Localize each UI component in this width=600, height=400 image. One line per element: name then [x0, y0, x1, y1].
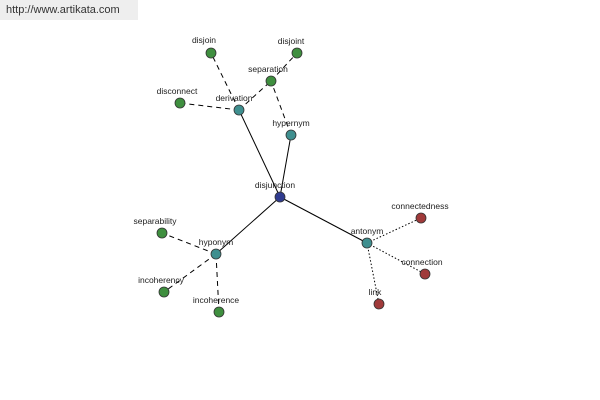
- edge-hyponym-incoherency: [163, 253, 217, 293]
- url-banner: http://www.artikata.com: [0, 0, 138, 20]
- edge-hyponym-incoherence: [215, 253, 220, 313]
- node-label-antonym[interactable]: antonym: [351, 226, 384, 236]
- edge-derivation-separation: [238, 80, 272, 111]
- node-label-disjunction[interactable]: disjunction: [255, 180, 295, 190]
- node-marker-incoherence[interactable]: [213, 306, 225, 318]
- edge-antonym-connectedness: [366, 217, 422, 244]
- node-marker-hypernym[interactable]: [285, 129, 297, 141]
- node-connectedness[interactable]: connectedness: [391, 201, 449, 224]
- node-hypernym[interactable]: hypernym: [272, 118, 310, 141]
- node-label-hyponym[interactable]: hyponym: [199, 237, 234, 247]
- node-marker-antonym[interactable]: [361, 237, 373, 249]
- edge-separation-disjoint: [270, 52, 298, 82]
- node-label-incoherency[interactable]: incoherency: [138, 275, 185, 285]
- node-marker-connection[interactable]: [419, 268, 431, 280]
- node-label-disconnect[interactable]: disconnect: [157, 86, 198, 96]
- node-marker-disjoint[interactable]: [291, 47, 303, 59]
- node-label-disjoint[interactable]: disjoint: [278, 36, 305, 46]
- node-marker-derivation[interactable]: [233, 104, 245, 116]
- node-hyponym[interactable]: hyponym: [199, 237, 234, 260]
- node-disjoint[interactable]: disjoint: [278, 36, 305, 59]
- node-marker-disjoin[interactable]: [205, 47, 217, 59]
- node-separability[interactable]: separability: [134, 216, 178, 239]
- node-separation[interactable]: separation: [248, 64, 288, 87]
- edge-disjunction-hypernym: [279, 134, 292, 198]
- node-marker-connectedness[interactable]: [415, 212, 427, 224]
- edge-disjunction-antonym: [279, 196, 368, 244]
- node-label-derivation[interactable]: derivation: [216, 93, 253, 103]
- node-marker-disjunction[interactable]: [274, 191, 286, 203]
- node-marker-hyponym[interactable]: [210, 248, 222, 260]
- edge-antonym-connection: [366, 242, 426, 275]
- node-incoherency[interactable]: incoherency: [138, 275, 185, 298]
- node-label-separability[interactable]: separability: [134, 216, 178, 226]
- node-label-connectedness[interactable]: connectedness: [391, 201, 448, 211]
- edge-disjunction-derivation: [238, 109, 281, 198]
- node-marker-separation[interactable]: [265, 75, 277, 87]
- edge-derivation-disconnect: [179, 102, 240, 111]
- node-marker-separability[interactable]: [156, 227, 168, 239]
- node-marker-link[interactable]: [373, 298, 385, 310]
- node-disconnect[interactable]: disconnect: [157, 86, 198, 109]
- edge-disjunction-hyponym: [215, 196, 281, 255]
- node-layer: disjunction derivation hypernym hyponym anto…: [134, 35, 449, 318]
- node-label-link[interactable]: link: [369, 287, 383, 297]
- edge-layer: [161, 52, 426, 313]
- node-link[interactable]: link: [369, 287, 385, 310]
- node-derivation[interactable]: derivation: [216, 93, 253, 116]
- node-label-incoherence[interactable]: incoherence: [193, 295, 240, 305]
- node-marker-disconnect[interactable]: [174, 97, 186, 109]
- site-url[interactable]: http://www.artikata.com: [6, 4, 120, 16]
- node-marker-incoherency[interactable]: [158, 286, 170, 298]
- node-incoherence[interactable]: incoherence: [193, 295, 240, 318]
- node-label-disjoin[interactable]: disjoin: [192, 35, 216, 45]
- node-disjoin[interactable]: disjoin: [192, 35, 217, 59]
- edge-derivation-disjoin: [210, 52, 240, 111]
- node-label-connection[interactable]: connection: [401, 257, 442, 267]
- node-disjunction[interactable]: disjunction: [255, 180, 295, 203]
- node-antonym[interactable]: antonym: [351, 226, 384, 249]
- node-label-hypernym[interactable]: hypernym: [272, 118, 309, 128]
- node-connection[interactable]: connection: [401, 257, 443, 280]
- node-label-separation[interactable]: separation: [248, 64, 288, 74]
- edge-hypernym-separation: [270, 80, 292, 136]
- edge-hyponym-separability: [161, 232, 217, 255]
